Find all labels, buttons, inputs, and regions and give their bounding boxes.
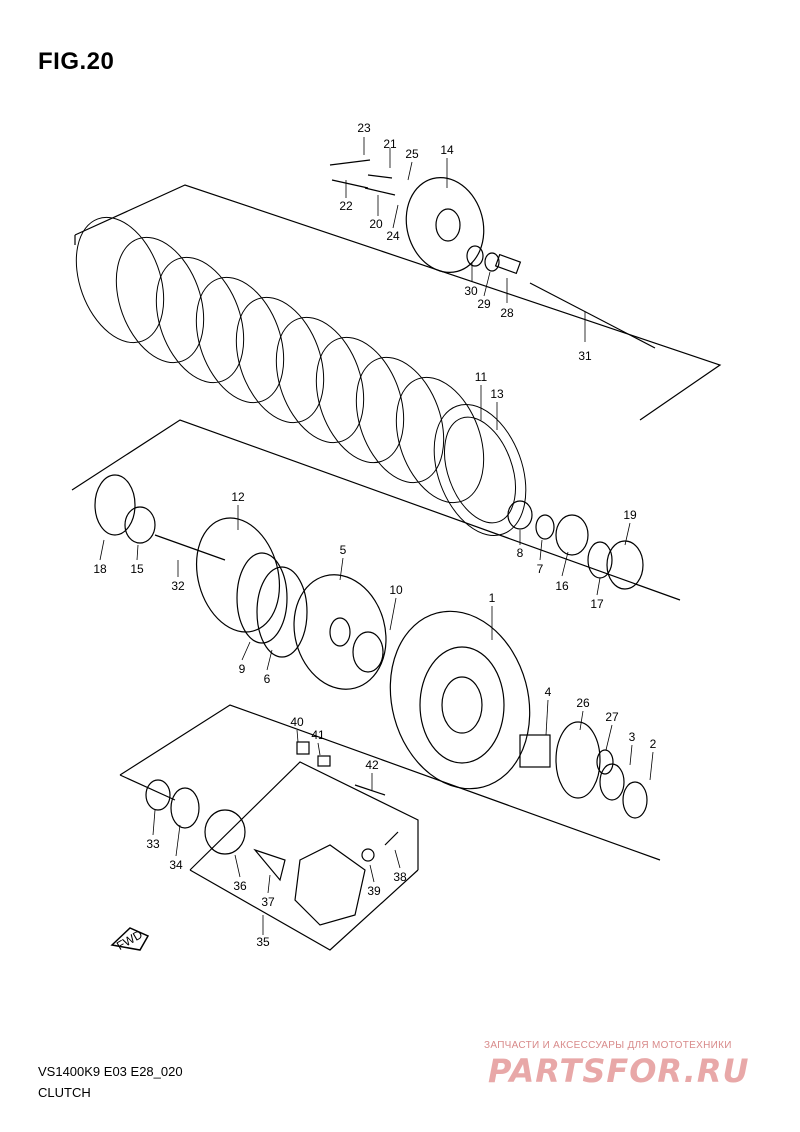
callout-20: 20: [369, 217, 383, 231]
callout-31: 31: [578, 349, 592, 363]
callout-26: 26: [576, 696, 590, 710]
callout-14: 14: [440, 143, 454, 157]
clutch-plate-stack: [75, 216, 527, 536]
callout-labels: 23 21 25 14 22 20 24 30 29 28 31 11 13 8…: [93, 121, 656, 949]
callout-3: 3: [629, 730, 636, 744]
group-frame-upper: [74, 184, 722, 421]
push-rod: [529, 282, 656, 349]
callout-28: 28: [500, 306, 514, 320]
group-frame-lower: [119, 704, 661, 861]
callout-32: 32: [171, 579, 185, 593]
callout-19: 19: [623, 508, 637, 522]
callout-40: 40: [290, 715, 304, 729]
callout-12: 12: [231, 490, 245, 504]
callout-34: 34: [169, 858, 183, 872]
callout-5: 5: [340, 543, 347, 557]
callout-21: 21: [383, 137, 397, 151]
callout-6: 6: [264, 672, 271, 686]
group-frame-middle: [71, 419, 681, 601]
clutch-release-cover: [294, 844, 366, 926]
watermark-tagline: ЗАПЧАСТИ И АКСЕССУАРЫ ДЛЯ МОТОТЕХНИКИ: [484, 1040, 732, 1051]
model-code: VS1400K9 E03 E28_020: [38, 1064, 183, 1079]
callout-30: 30: [464, 284, 478, 298]
callout-29: 29: [477, 297, 491, 311]
callout-39: 39: [367, 884, 381, 898]
callout-16: 16: [555, 579, 569, 593]
callout-4: 4: [545, 685, 552, 699]
callout-18: 18: [93, 562, 107, 576]
clutch-housing: [389, 610, 531, 790]
callout-42: 42: [365, 758, 379, 772]
section-name: CLUTCH: [38, 1085, 91, 1100]
callout-25: 25: [405, 147, 419, 161]
fwd-arrow-shape: [110, 927, 150, 951]
callout-37: 37: [261, 895, 275, 909]
callout-38: 38: [393, 870, 407, 884]
clutch-hub: [293, 574, 387, 690]
callout-13: 13: [490, 387, 504, 401]
callout-41: 41: [311, 728, 325, 742]
callout-24: 24: [386, 229, 400, 243]
callout-2: 2: [650, 737, 657, 751]
callout-17: 17: [590, 597, 604, 611]
callout-33: 33: [146, 837, 160, 851]
callout-35: 35: [256, 935, 270, 949]
callout-22: 22: [339, 199, 353, 213]
callout-9: 9: [239, 662, 246, 676]
watermark-logo: PARTSFOR.RU: [488, 1052, 750, 1090]
callout-8: 8: [517, 546, 524, 560]
figure-title: FIG.20: [38, 48, 115, 75]
callout-23: 23: [357, 121, 371, 135]
callout-27: 27: [605, 710, 619, 724]
callout-36: 36: [233, 879, 247, 893]
push-rod-32: [154, 534, 226, 561]
callout-7: 7: [537, 562, 544, 576]
callout-10: 10: [389, 583, 403, 597]
group-frame-cover: [189, 761, 419, 951]
callout-11: 11: [475, 370, 488, 384]
callout-1: 1: [489, 591, 496, 605]
pressure-plate: [405, 177, 485, 273]
callout-15: 15: [130, 562, 144, 576]
